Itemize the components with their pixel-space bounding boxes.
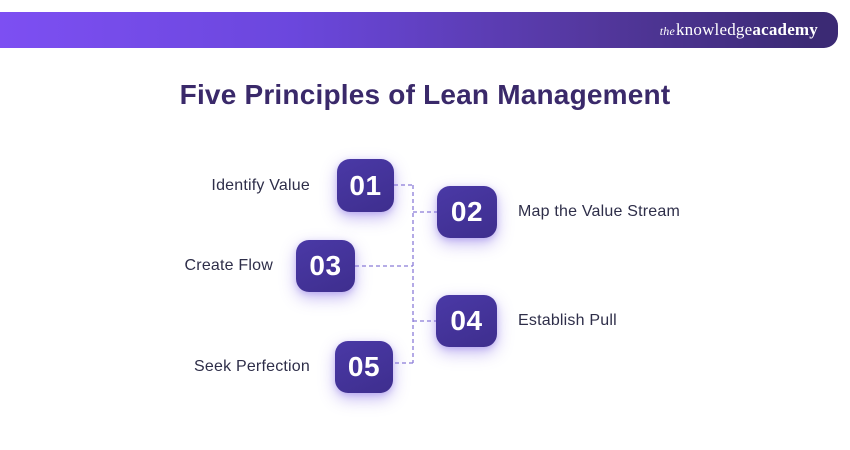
step-label-map-value-stream: Map the Value Stream <box>518 203 681 220</box>
brand-logo-the: the <box>659 24 675 38</box>
step-number-05: 05 <box>347 351 381 382</box>
step-number-03: 03 <box>309 250 342 281</box>
brand-logo-knowledge: knowledge <box>675 20 753 39</box>
step-number-01: 01 <box>349 169 382 201</box>
brand-logo: theknowledgeacademy <box>660 20 818 40</box>
step-box-04: 04 <box>436 295 497 347</box>
page-title: Five Principles of Lean Management <box>179 79 671 110</box>
step-label-seek-perfection: Seek Perfection <box>194 358 310 375</box>
step-number-02: 02 <box>450 196 484 227</box>
step-label-create-flow: Create Flow <box>184 257 273 274</box>
step-label-establish-pull: Establish Pull <box>518 312 617 329</box>
step-number-04: 04 <box>450 305 483 336</box>
brand-logo-academy: academy <box>752 20 818 39</box>
step-box-02: 02 <box>437 186 497 238</box>
step-box-01: 01 <box>337 159 394 212</box>
step-label-identify-value: Identify Value <box>211 176 310 194</box>
header-bar: theknowledgeacademy <box>0 12 838 48</box>
step-box-03: 03 <box>296 240 355 292</box>
step-box-05: 05 <box>335 341 393 393</box>
